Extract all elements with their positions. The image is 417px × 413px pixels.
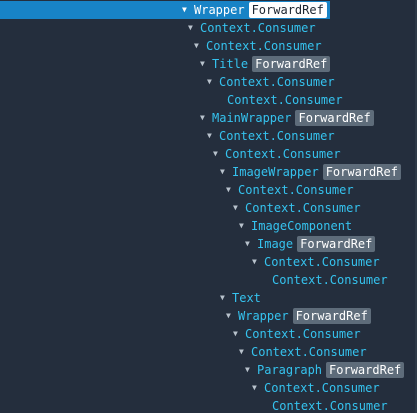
- caret-down-icon[interactable]: ▼: [245, 239, 250, 248]
- tree-node-row[interactable]: ▼ Context.Consumer: [0, 127, 417, 145]
- component-name: Context.Consumer: [245, 327, 361, 341]
- tree-node-row[interactable]: Context.Consumer: [0, 271, 417, 289]
- forwardref-badge: ForwardRef: [292, 308, 371, 324]
- caret-down-icon[interactable]: ▼: [194, 41, 199, 50]
- component-name: Context.Consumer: [206, 39, 322, 53]
- forwardref-badge: ForwardRef: [326, 362, 405, 378]
- component-name: Context.Consumer: [219, 129, 335, 143]
- component-name: Context.Consumer: [219, 75, 335, 89]
- tree-node-row[interactable]: ▼ Context.Consumer: [0, 325, 417, 343]
- caret-down-icon[interactable]: ▼: [213, 149, 218, 158]
- caret-down-icon[interactable]: ▼: [233, 329, 238, 338]
- caret-down-icon[interactable]: ▼: [252, 383, 257, 392]
- forwardref-badge: ForwardRef: [322, 164, 401, 180]
- component-name: Context.Consumer: [225, 147, 341, 161]
- component-name: Context.Consumer: [238, 183, 354, 197]
- component-name: Context.Consumer: [272, 273, 388, 287]
- tree-node-row[interactable]: ▼ Context.Consumer: [0, 19, 417, 37]
- forwardref-badge: ForwardRef: [297, 236, 376, 252]
- tree-node-row[interactable]: ▼ Context.Consumer: [0, 343, 417, 361]
- tree-node-row[interactable]: ▼ Context.Consumer: [0, 181, 417, 199]
- tree-node-row[interactable]: ▼ Context.Consumer: [0, 253, 417, 271]
- forwardref-badge: ForwardRef: [295, 110, 374, 126]
- caret-down-icon[interactable]: ▼: [200, 113, 205, 122]
- tree-node-row[interactable]: ▼ Context.Consumer: [0, 145, 417, 163]
- component-name: ImageWrapper: [232, 165, 319, 179]
- component-name: Context.Consumer: [245, 201, 361, 215]
- component-name: Context.Consumer: [227, 93, 343, 107]
- caret-down-icon[interactable]: ▼: [226, 185, 231, 194]
- component-name: Context.Consumer: [264, 255, 380, 269]
- caret-down-icon[interactable]: ▼: [182, 5, 187, 14]
- scrollbar-track[interactable]: [415, 0, 417, 413]
- tree-node-row[interactable]: ▼ Context.Consumer: [0, 37, 417, 55]
- caret-down-icon[interactable]: ▼: [220, 293, 225, 302]
- forwardref-badge: ForwardRef: [252, 56, 331, 72]
- component-name: Paragraph: [257, 363, 323, 377]
- caret-down-icon[interactable]: ▼: [207, 131, 212, 140]
- caret-down-icon[interactable]: ▼: [220, 167, 225, 176]
- caret-down-icon[interactable]: ▼: [188, 23, 193, 32]
- caret-down-icon[interactable]: ▼: [200, 59, 205, 68]
- caret-down-icon[interactable]: ▼: [239, 347, 244, 356]
- component-name: Title: [212, 57, 249, 71]
- forwardref-badge: ForwardRef: [248, 2, 327, 18]
- tree-node-row[interactable]: ▼ Text: [0, 289, 417, 307]
- component-name: Wrapper: [238, 309, 289, 323]
- component-name: Wrapper: [194, 3, 245, 17]
- component-name: Image: [257, 237, 294, 251]
- tree-node-row[interactable]: ▼ Context.Consumer: [0, 199, 417, 217]
- tree-node-row[interactable]: ▼ ImageComponent: [0, 217, 417, 235]
- component-name: MainWrapper: [212, 111, 292, 125]
- component-name: Context.Consumer: [264, 381, 380, 395]
- tree-node-row[interactable]: ▼ Context.Consumer: [0, 379, 417, 397]
- caret-down-icon[interactable]: ▼: [245, 365, 250, 374]
- tree-node-row[interactable]: ▼ Context.Consumer: [0, 73, 417, 91]
- caret-down-icon[interactable]: ▼: [252, 257, 257, 266]
- component-name: Context.Consumer: [251, 345, 367, 359]
- component-name: ImageComponent: [251, 219, 353, 233]
- component-name: Context.Consumer: [272, 399, 388, 413]
- component-name: Text: [232, 291, 261, 305]
- caret-down-icon[interactable]: ▼: [207, 77, 212, 86]
- component-name: Context.Consumer: [200, 21, 316, 35]
- caret-down-icon[interactable]: ▼: [239, 221, 244, 230]
- tree-node-row[interactable]: Context.Consumer: [0, 91, 417, 109]
- caret-down-icon[interactable]: ▼: [233, 203, 238, 212]
- tree-node-row[interactable]: Context.Consumer: [0, 397, 417, 413]
- caret-down-icon[interactable]: ▼: [226, 311, 231, 320]
